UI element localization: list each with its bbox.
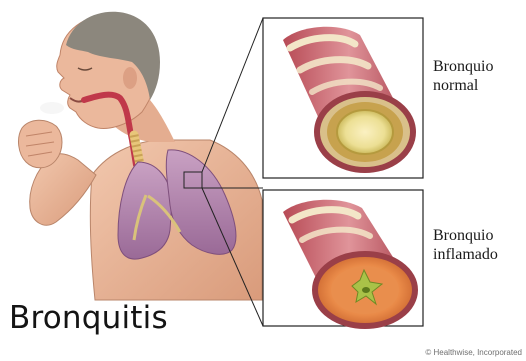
- inflamed-bronchus-label: Bronquio inflamado: [433, 226, 525, 264]
- normal-label-line-2: normal: [433, 76, 523, 95]
- normal-bronchus-inset: [263, 18, 423, 178]
- man-figure: [19, 12, 262, 300]
- normal-bronchus-label: Bronquio normal: [433, 57, 523, 95]
- inflamed-bronchus-inset: [263, 190, 423, 326]
- inflamed-label-line-2: inflamado: [433, 245, 525, 264]
- cough-puff: [40, 102, 64, 114]
- ear: [123, 67, 137, 89]
- normal-lumen: [337, 110, 393, 154]
- inflamed-label-line-1: Bronquio: [433, 226, 525, 245]
- diagram-title: Bronquitis: [9, 299, 168, 337]
- normal-label-line-1: Bronquio: [433, 57, 523, 76]
- copyright-credit: © Healthwise, Incorporated: [425, 348, 522, 358]
